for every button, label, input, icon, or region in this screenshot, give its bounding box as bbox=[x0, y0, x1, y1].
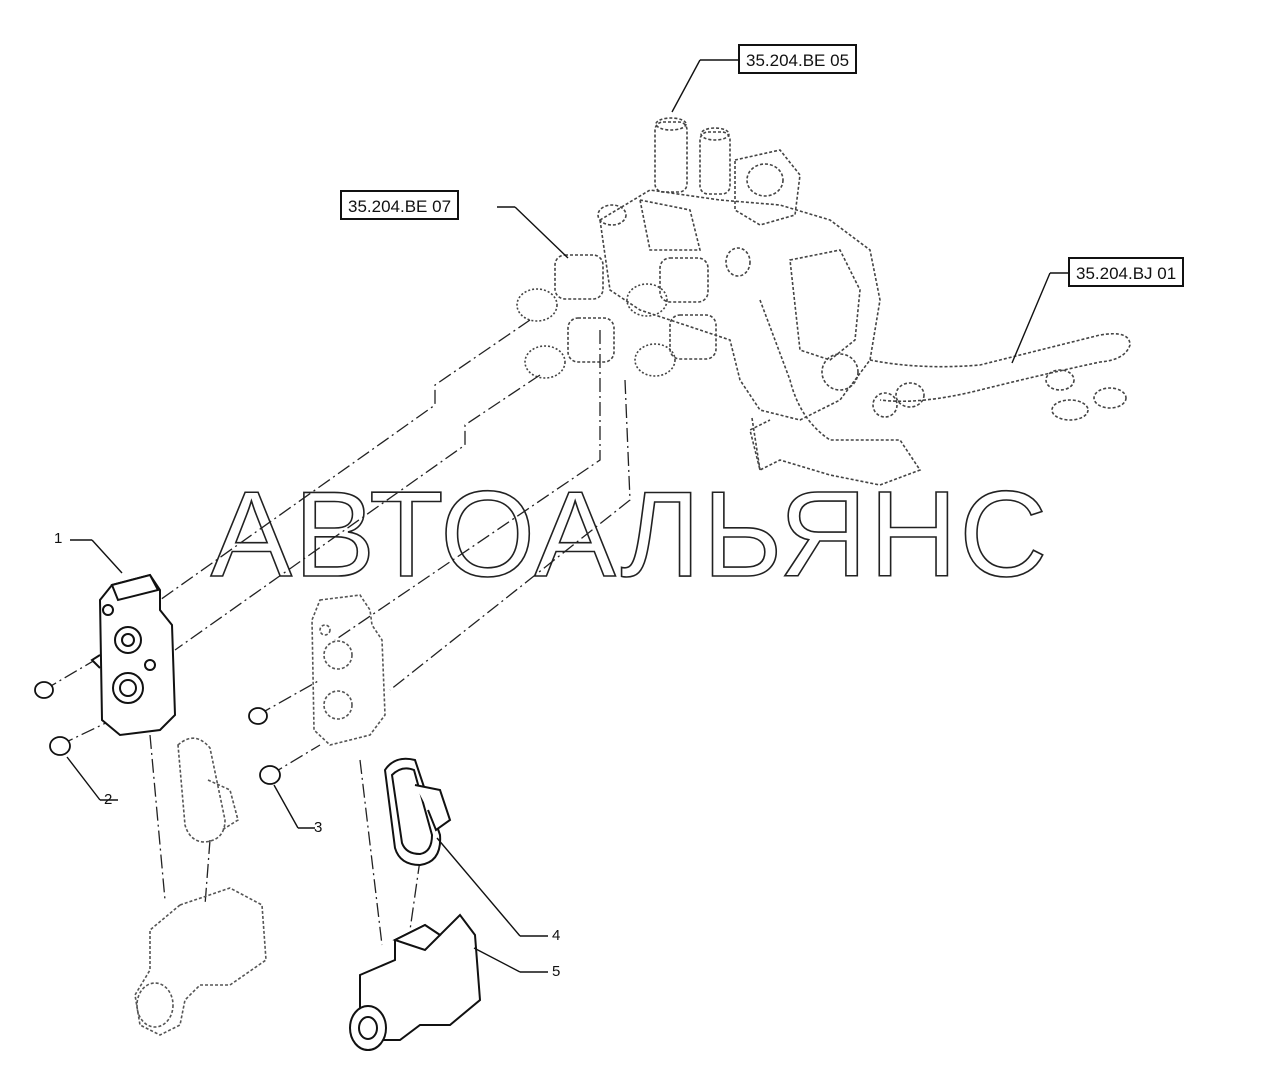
o-ring-small-left bbox=[34, 681, 54, 699]
watermark-text: АВТОАЛЬЯНС bbox=[211, 466, 1050, 596]
leader-bj01 bbox=[1011, 272, 1051, 364]
o-ring-3 bbox=[259, 765, 281, 785]
ref-box-be05[interactable]: 35.204.BE 05 bbox=[738, 44, 858, 74]
callout-3: 3 bbox=[314, 819, 323, 836]
ghost-cover-left bbox=[134, 737, 267, 1036]
part-5-cover[interactable] bbox=[349, 913, 482, 1051]
part-1-valve-section[interactable] bbox=[90, 573, 177, 737]
callout-5: 5 bbox=[552, 963, 561, 980]
ghost-valve-section bbox=[311, 594, 386, 746]
leader-1 bbox=[91, 539, 123, 574]
leader-lines bbox=[66, 59, 1068, 973]
o-ring-2 bbox=[49, 736, 71, 756]
leader-be05 bbox=[671, 59, 701, 113]
o-rings[interactable] bbox=[34, 681, 281, 785]
watermark: АВТОАЛЬЯНС bbox=[210, 466, 1050, 596]
o-ring-small-right bbox=[248, 707, 268, 725]
callout-2: 2 bbox=[104, 791, 113, 808]
callout-1: 1 bbox=[54, 530, 63, 547]
valve-assembly bbox=[516, 117, 1131, 486]
callout-4: 4 bbox=[552, 927, 561, 944]
part-4-gasket[interactable] bbox=[383, 757, 452, 867]
ref-box-bj01[interactable]: 35.204.BJ 01 bbox=[1068, 257, 1185, 287]
leader-be07 bbox=[514, 206, 569, 259]
assembly-lines bbox=[43, 319, 631, 946]
ref-box-be07[interactable]: 35.204.BE 07 bbox=[340, 190, 460, 220]
